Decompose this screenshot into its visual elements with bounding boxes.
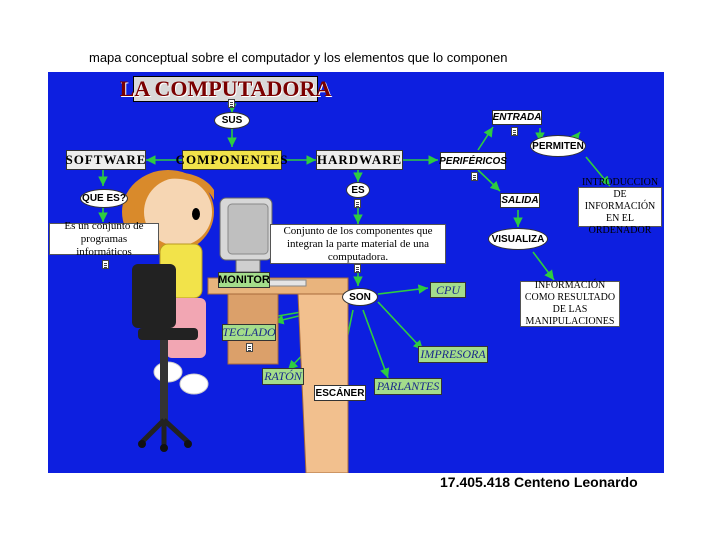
document-icon <box>471 172 478 181</box>
node-permiten: PERMITEN <box>530 135 586 157</box>
slide-title: mapa conceptual sobre el computador y lo… <box>89 50 508 65</box>
document-icon <box>354 264 361 273</box>
connector <box>377 284 429 295</box>
node-parlantes: PARLANTES <box>374 378 442 395</box>
node-perifericos: PERIFÉRICOS <box>439 152 507 170</box>
connector <box>362 309 390 379</box>
connector <box>585 156 611 187</box>
author-credit: 17.405.418 Centeno Leonardo <box>440 474 638 490</box>
node-son: SON <box>342 288 378 306</box>
node-entrada: ENTRADA <box>492 110 542 125</box>
document-icon <box>228 99 235 108</box>
node-monitor: MONITOR <box>218 272 270 288</box>
node-introduccion: INTRODUCCION DE INFORMACIÓN EN EL ORDENA… <box>578 177 662 236</box>
document-icon <box>354 199 361 208</box>
node-que-es: QUE ES? <box>80 189 128 208</box>
node-cpu: CPU <box>430 282 466 298</box>
concept-map: LA COMPUTADORA SUS COMPONENTES SOFTWARE … <box>48 72 664 473</box>
document-icon <box>511 127 518 136</box>
node-escaner: ESCÁNER <box>314 385 366 401</box>
node-visualiza: VISUALIZA <box>488 228 548 250</box>
connector <box>532 251 555 281</box>
connector <box>377 301 424 351</box>
node-hardware: HARDWARE <box>316 150 403 170</box>
document-icon <box>102 260 109 269</box>
node-impresora: IMPRESORA <box>418 346 488 363</box>
node-sus: SUS <box>214 112 250 129</box>
node-teclado: TECLADO <box>222 324 276 341</box>
node-software: SOFTWARE <box>66 150 146 170</box>
node-hardware-definition: Conjunto de los componentes que integran… <box>270 224 446 264</box>
title-banner: LA COMPUTADORA <box>119 76 332 102</box>
node-raton: RATÓN <box>262 368 304 385</box>
node-es: ES <box>346 182 370 198</box>
node-salida: SALIDA <box>500 193 540 208</box>
node-informacion: INFORMACIÓN COMO RESULTADO DE LAS MANIPU… <box>520 280 620 327</box>
node-software-definition: Es un conjunto de programas informáticos <box>49 220 159 258</box>
connector <box>477 169 501 192</box>
node-componentes: COMPONENTES <box>176 150 287 170</box>
connector <box>477 126 494 151</box>
girl-illustration <box>122 170 214 452</box>
document-icon <box>246 343 253 352</box>
